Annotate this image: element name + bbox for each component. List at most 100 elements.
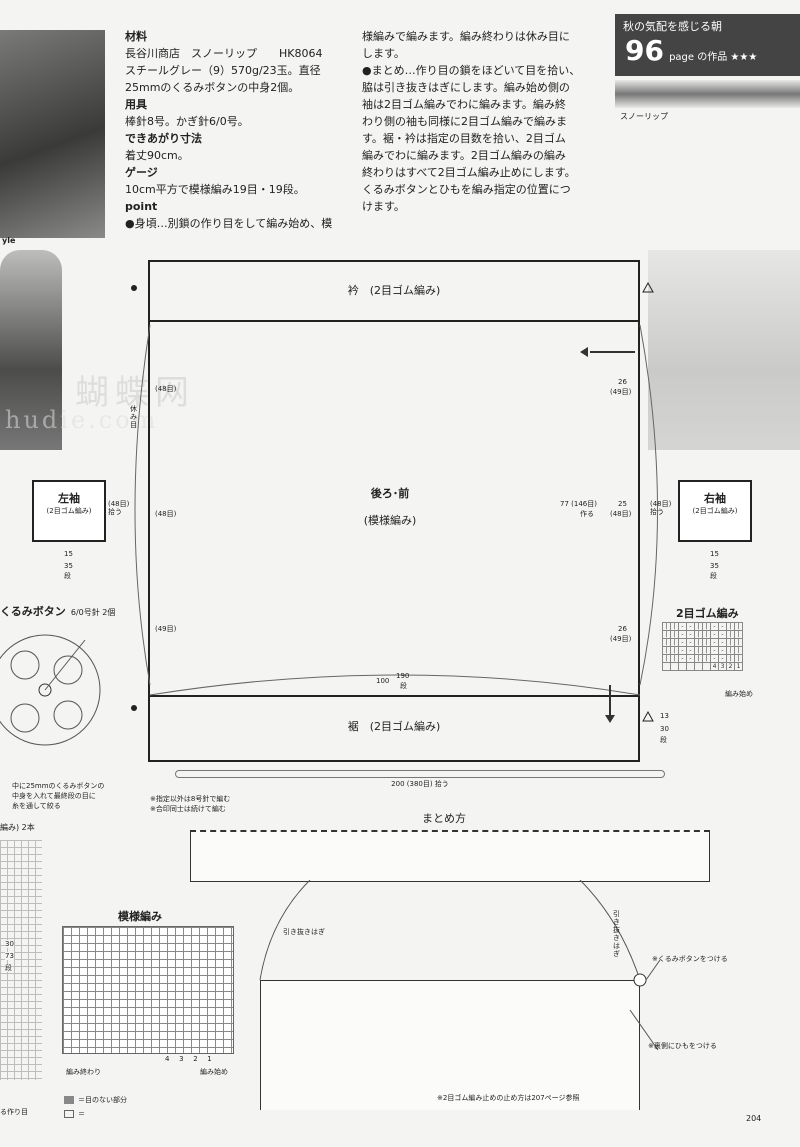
right-sleeve-dan: 段	[710, 572, 717, 580]
collar-label: 衿 (2目ゴム編み)	[347, 284, 441, 297]
marker-triangle	[642, 710, 654, 722]
rib-num: 4	[710, 662, 719, 671]
diagram-curves	[131, 281, 658, 723]
instruction-line: 終わりはすべて2目ゴム編み止めにします。	[362, 166, 576, 179]
rib-title: 2目ゴム編み	[676, 607, 739, 620]
button-title-row: くるみボタン 6/0号針 2個	[0, 600, 115, 620]
materials-line: スチールグレー（9）570g/23玉。直径	[125, 64, 321, 77]
instruction-line: す。裾・衿は指定の目数を拾い、2目ゴム	[362, 132, 566, 145]
pattern-num: 3	[179, 1055, 184, 1063]
left-sleeve-dan: 段	[64, 572, 71, 580]
button-title: くるみボタン	[0, 605, 66, 618]
instruction-line: 袖は2目ゴム編みでわに編みます。編み終	[362, 98, 566, 111]
button-petal	[10, 703, 40, 733]
cord-make: る作り目	[0, 1108, 28, 1116]
left-edge-line	[148, 260, 150, 762]
finishing-right-side	[579, 880, 641, 981]
button-diagram	[0, 634, 101, 746]
measure-48-r: (48目)	[610, 510, 632, 518]
button-petal	[53, 700, 83, 730]
arrow-head	[580, 347, 588, 357]
body-bottom-line	[148, 695, 640, 697]
hem-label: 裾 (2目ゴム編み)	[347, 720, 441, 733]
instruction-line: します。	[362, 47, 405, 60]
legend-blank: ＝	[78, 1110, 85, 1118]
hem-13: 13	[660, 712, 669, 720]
left-curve	[134, 324, 151, 686]
instruction-line: ●まとめ…作り目の鎖をほどいて目を拾い、	[362, 64, 581, 77]
finishing-left-side	[259, 880, 311, 981]
button-petal	[10, 650, 40, 680]
button-note-3: 糸を通して絞る	[12, 802, 61, 810]
button-center	[38, 683, 52, 697]
finishing-leader	[645, 959, 661, 981]
body-title: 後ろ･前	[370, 487, 410, 500]
finishing-top-band	[190, 830, 710, 882]
point-text: ●身頃…別鎖の作り目をして編み始め、模	[125, 217, 333, 230]
right-sleeve-box: 右袖 (2目ゴム編み)	[678, 480, 752, 542]
measure-190-dan: 段	[400, 682, 407, 690]
button-note-1: 中に25mmのくるみボタンの	[12, 782, 105, 790]
button-outer-ring	[0, 634, 101, 746]
instructions-block: 様編みで編みます。編み終わりは休み目に します。 ●まとめ…作り目の鎖をほどいて…	[362, 28, 592, 215]
rib-num: 3	[718, 662, 727, 671]
measure-49-top: (49目)	[610, 388, 632, 396]
measure-100: 100	[376, 677, 390, 685]
size-heading: できあがり寸法	[125, 132, 202, 145]
pattern-num: 1	[207, 1055, 212, 1063]
measure-25: 25	[618, 500, 627, 508]
slip-stitch-right: 引き抜きはぎ	[613, 910, 620, 958]
legend-empty: ＝目のない部分	[78, 1096, 127, 1104]
finishing-leader	[629, 1009, 659, 1051]
cord-dan: 段	[5, 964, 12, 972]
watermark: 蝴蝶网 hudie.com	[5, 365, 195, 434]
pattern-badge: 秋の気配を感じる朝 96 page の作品 ★★★	[615, 14, 800, 76]
button-attach-note: ※くるみボタンをつける	[652, 955, 728, 963]
bottom-curve	[149, 674, 641, 696]
button-mark	[633, 973, 647, 987]
left-sleeve-box: 左袖 (2目ゴム編み)	[32, 480, 106, 542]
materials-heading: 材料	[125, 30, 147, 43]
point-heading: point	[125, 200, 158, 213]
rib-chart: ||--||--|| ||--||--|| ||--||--|| ||--||-…	[662, 622, 743, 671]
yarn-swatch	[615, 80, 800, 108]
rib-num: 2	[726, 662, 735, 671]
materials-block: 材料 長谷川商店 スノーリップ HK8064 スチールグレー（9）570g/23…	[125, 28, 355, 232]
instruction-line: わり側の袖も同様に2目ゴム編みで編みま	[362, 115, 567, 128]
instruction-line: けます。	[362, 200, 405, 213]
badge-page-number: 96	[625, 34, 664, 67]
right-sleeve-sub: (2目ゴム編み)	[692, 507, 738, 515]
arrow-down-head	[605, 715, 615, 723]
legend-swatch	[64, 1096, 74, 1104]
note-marks: ※合印同士は続けて編む	[150, 805, 226, 813]
measure-49-a: (49目)	[155, 625, 177, 633]
badge-page-suffix: page の作品 ★★★	[669, 52, 758, 63]
measure-make: 作る	[580, 510, 594, 518]
right-edge-line	[638, 260, 640, 762]
instruction-line: 編みでわに編みます。2目ゴム編みの編み	[362, 149, 566, 162]
left-sleeve-15: 15	[64, 550, 73, 558]
pattern-num: 4	[165, 1055, 170, 1063]
instruction-line: 様編みで編みます。編み終わりは休み目に	[362, 30, 570, 43]
cord-73: 73	[5, 952, 14, 960]
watermark-url: hudie.com	[5, 406, 159, 434]
rib-start: 編み始め	[725, 690, 753, 698]
right-curve	[639, 324, 658, 686]
tools-heading: 用具	[125, 98, 147, 111]
button-note-2: 中身を入れて最終段の目に	[12, 792, 96, 800]
slip-stitch-left: 引き抜きはぎ	[283, 928, 325, 936]
materials-line: 長谷川商店 スノーリップ HK8064	[125, 47, 323, 60]
materials-line: 25mmのくるみボタンの中身2個。	[125, 81, 300, 94]
cord-label: 編み) 2本	[0, 823, 35, 832]
measure-26-bot: 26	[618, 625, 627, 633]
pick-left: (48目) 拾う	[108, 500, 130, 516]
measure-26-top: 26	[618, 378, 627, 386]
width-label: 200 (380目) 拾う	[391, 780, 449, 788]
pattern-num: 2	[193, 1055, 198, 1063]
style-label: yle	[2, 236, 16, 245]
note-needles: ※指定以外は8号針で編む	[150, 795, 231, 803]
marker-triangle	[642, 281, 654, 293]
hem-30: 30	[660, 725, 669, 733]
rest-stitches-label: 休み目	[130, 405, 137, 429]
right-sleeve-35: 35	[710, 562, 719, 570]
